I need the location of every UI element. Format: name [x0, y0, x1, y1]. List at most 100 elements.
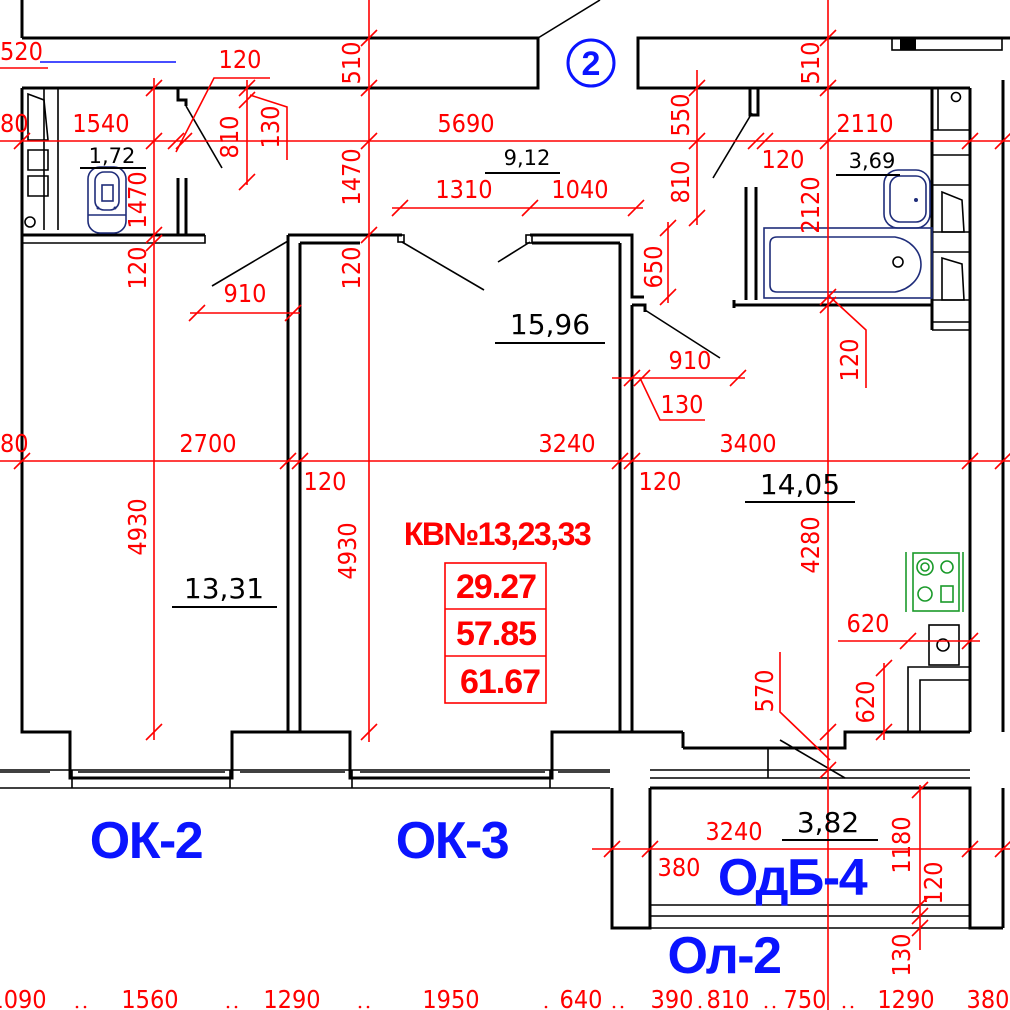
- dimension-tick: [994, 452, 1010, 470]
- dim-top-520: 520: [0, 37, 43, 66]
- dimension-tick: [911, 919, 929, 937]
- dim-log-1180: 1180: [887, 816, 916, 873]
- loggia-walls: [610, 786, 1003, 930]
- living-door-leaf: [401, 241, 485, 291]
- section-number: 2: [582, 45, 601, 83]
- dim-bath-810: 810: [666, 161, 695, 204]
- bath-door-jambs: [744, 88, 760, 300]
- dimension-tick: [360, 226, 378, 244]
- dim-wc-810: 810: [215, 116, 244, 159]
- dim-row-2700: 2700: [179, 429, 236, 458]
- kitchen-window-frame: [650, 748, 970, 779]
- wc-door-jambs: [176, 88, 188, 235]
- dim-hall-1040: 1040: [551, 175, 608, 204]
- dimension-tick: [659, 219, 677, 237]
- washbasin-icon: [883, 169, 931, 229]
- dim-hall-1470: 1470: [337, 148, 366, 205]
- dimension-tick: [747, 132, 765, 150]
- wc-riser: [24, 216, 36, 228]
- dimension-tick: [819, 761, 837, 779]
- bottom-wall-left: [22, 730, 683, 780]
- dimension-tick: [819, 296, 837, 314]
- mark-balcony-door: ОдБ-4: [718, 849, 868, 907]
- dim-left-80: 80: [0, 109, 29, 138]
- dimension-tick: [627, 199, 645, 217]
- dimension-tick: [623, 369, 641, 387]
- apartment-info: КВ№13,23,33 29.27 57.85 61.67: [404, 516, 592, 704]
- bathtub-icon: [763, 227, 933, 299]
- dimension-tick: [145, 132, 163, 150]
- dimension-tick: [13, 132, 31, 150]
- dimension-tick: [145, 234, 163, 252]
- bottom-dim: 810: [707, 985, 750, 1010]
- bottom-dim: 1090: [0, 985, 47, 1010]
- apartment-area-box: [444, 562, 547, 704]
- living-area-value: 29.27: [456, 568, 536, 606]
- bedroom-door-leaf: [211, 240, 289, 287]
- bottom-dimension-row: 1090 1560 1290 1950 640 390 810 750 1290…: [0, 985, 1009, 1010]
- dimension-tick: [659, 288, 677, 306]
- dim-kit-620-v: 620: [851, 681, 880, 724]
- dimension-tick: [994, 132, 1010, 150]
- dimension-tick: [284, 304, 302, 322]
- dim-bath-550: 550: [666, 94, 695, 137]
- wc-bottom-wall-inner: [22, 235, 206, 244]
- dim-log-380: 380: [658, 853, 701, 882]
- dim-row-3240: 3240: [538, 429, 595, 458]
- bottom-dim: 750: [784, 985, 827, 1010]
- stove-icon: [905, 552, 964, 612]
- wc-duct-1: [27, 92, 49, 141]
- bath-bottom-wall: [732, 300, 932, 308]
- dimension-tick: [899, 632, 917, 650]
- dim-door-130: 130: [661, 390, 704, 419]
- dimension-labels: 520 120 80 1540 5690 2110 120 1310 1040 …: [0, 37, 894, 882]
- toilet-icon: [87, 166, 127, 234]
- mark-window-ok2: ОК-2: [90, 812, 202, 870]
- dimension-tick: [611, 452, 629, 470]
- dim-kit-620-h: 620: [847, 609, 890, 638]
- top-right-vent: [891, 37, 1003, 51]
- balcony-door-leaf: [779, 739, 846, 779]
- dimension-tick: [238, 173, 256, 191]
- kitchen-door-leaf: [644, 309, 721, 359]
- dimension-tick: [279, 452, 297, 470]
- dim-log-3240: 3240: [705, 817, 762, 846]
- dimension-labels-vertical: 510 510 810 130 1470 1470 550 810 2120 1…: [123, 42, 948, 977]
- left-outer-wall: [20, 88, 72, 770]
- dimension-tick: [961, 840, 979, 858]
- dim-top-120: 120: [219, 45, 262, 74]
- dimension-tick: [819, 132, 837, 150]
- dimension-tick: [360, 723, 378, 741]
- room-area-kitchen: 14,05: [760, 468, 840, 501]
- dimension-tick: [688, 79, 706, 97]
- bath-door-leaf: [712, 112, 753, 179]
- dimension-tick: [167, 132, 185, 150]
- dimension-tick: [641, 840, 659, 858]
- dimension-tick: [819, 29, 837, 47]
- dimension-tick: [391, 199, 409, 217]
- bath-riser: [950, 91, 962, 103]
- total-area-balcony-value: 61.67: [460, 663, 540, 701]
- dimension-ticks: [13, 29, 1010, 937]
- section-marker: 2: [566, 38, 616, 88]
- top-wall-right: [636, 36, 1010, 90]
- dim-door-650: 650: [639, 246, 668, 289]
- dimension-tick: [819, 723, 837, 741]
- dim-log-120: 120: [919, 862, 948, 905]
- dim-bath-2110: 2110: [836, 109, 893, 138]
- dimension-tick: [145, 79, 163, 97]
- entry-door-leaf: [537, 0, 601, 39]
- top-right-block: [900, 38, 916, 50]
- window-frames: [0, 769, 610, 789]
- bottom-dim: 380: [967, 985, 1010, 1010]
- dimension-tick: [360, 132, 378, 150]
- bottom-dim: 1290: [877, 985, 934, 1010]
- dimension-tick: [819, 79, 837, 97]
- dimension-tick: [623, 452, 641, 470]
- wc-door-leaf: [185, 105, 223, 169]
- dim-log-130: 130: [887, 934, 916, 977]
- dim-row-80: 80: [0, 429, 29, 458]
- room-area-loggia: 3,82: [797, 806, 859, 839]
- dim-kit-4280: 4280: [796, 516, 825, 573]
- dimension-tick: [875, 659, 893, 677]
